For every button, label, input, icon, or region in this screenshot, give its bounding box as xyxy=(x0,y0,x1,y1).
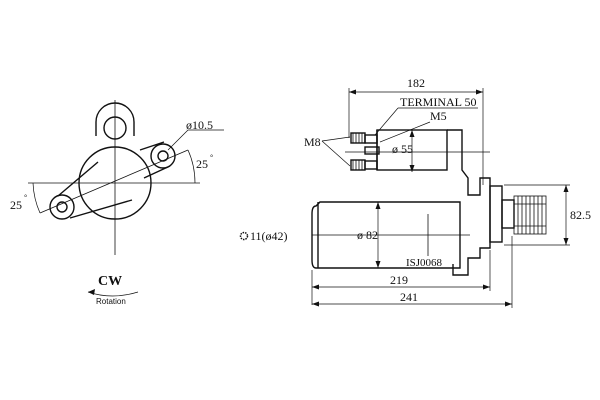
pinion-teeth xyxy=(517,196,543,234)
dim-219-arrow-right xyxy=(483,284,490,290)
dim-182-arrow-left xyxy=(349,89,356,95)
lower-flange-arm xyxy=(57,161,133,219)
terminal-m8-label: M8 xyxy=(304,135,321,149)
right-angle-degree: ° xyxy=(210,153,213,162)
side-view: 182 TERMINAL 50 M5 M8 ø 55 xyxy=(239,76,591,308)
lower-stud-nut xyxy=(364,160,378,170)
right-angle-label: 25 xyxy=(196,157,208,171)
dim-219-label: 219 xyxy=(390,273,408,287)
terminal-50-leader xyxy=(374,107,399,136)
top-boss-circle xyxy=(103,116,127,140)
dim-241-label: 241 xyxy=(400,290,418,304)
terminal-m5-label: M5 xyxy=(430,109,447,123)
hole-dim-label: ø10.5 xyxy=(186,118,213,132)
motor-dia-label: ø 82 xyxy=(357,228,378,242)
solenoid-dia-arrow-top xyxy=(409,130,415,137)
solenoid-dia-label: ø 55 xyxy=(392,142,413,156)
rotation-arrowhead xyxy=(88,289,95,295)
gear-symbol-icon xyxy=(239,231,249,241)
rotation-arrow-arc xyxy=(87,291,139,297)
left-angle-degree: ° xyxy=(24,193,27,202)
solenoid-dia-arrow-bottom xyxy=(409,165,415,172)
hole-dim-leader xyxy=(167,129,189,151)
upper-bolt-hole xyxy=(157,150,169,162)
drive-end-housing xyxy=(447,129,491,276)
nose-housing xyxy=(489,185,503,243)
upper-ear xyxy=(150,143,176,169)
dim-219-arrow-left xyxy=(312,284,319,290)
lower-stud-threads xyxy=(352,160,363,170)
lower-bolt-hole xyxy=(56,201,68,213)
lower-ear xyxy=(49,194,75,220)
upper-stud-threads xyxy=(352,133,363,143)
motor-body xyxy=(311,201,461,269)
dim-241-arrow-left xyxy=(312,301,319,307)
motor-dia-arrow-bottom xyxy=(375,261,381,268)
dim-825-arrow-top xyxy=(563,185,569,192)
dim-182-arrow-right xyxy=(476,89,483,95)
end-view: ø10.5 25 ° 25 ° CW Rotation xyxy=(10,100,224,306)
rotation-direction-label: CW xyxy=(98,274,122,289)
m8-leader-top xyxy=(321,136,351,142)
upper-stud-nut xyxy=(364,134,378,144)
terminal-50-label: TERMINAL 50 xyxy=(400,95,477,109)
dim-825-label: 82.5 xyxy=(570,208,591,222)
top-boss-outline xyxy=(95,102,135,136)
left-angle-label: 25 xyxy=(10,198,22,212)
middle-stud xyxy=(364,146,380,155)
main-body-circle xyxy=(78,146,152,220)
left-angle-arc xyxy=(32,182,41,214)
right-angle-arc xyxy=(187,149,196,184)
pinion-shaft xyxy=(501,199,515,229)
rotation-caption: Rotation xyxy=(96,297,126,306)
m8-leader-bottom xyxy=(321,140,351,167)
pinion-spec-label: 11(ø42) xyxy=(250,229,288,243)
dim-825-arrow-bottom xyxy=(563,238,569,245)
dim-182-label: 182 xyxy=(407,76,425,90)
part-code-label: ISJ0068 xyxy=(406,257,443,269)
motor-dia-arrow-top xyxy=(375,202,381,209)
terminal-m5-leader xyxy=(379,121,431,143)
dim-241-arrow-right xyxy=(505,301,512,307)
